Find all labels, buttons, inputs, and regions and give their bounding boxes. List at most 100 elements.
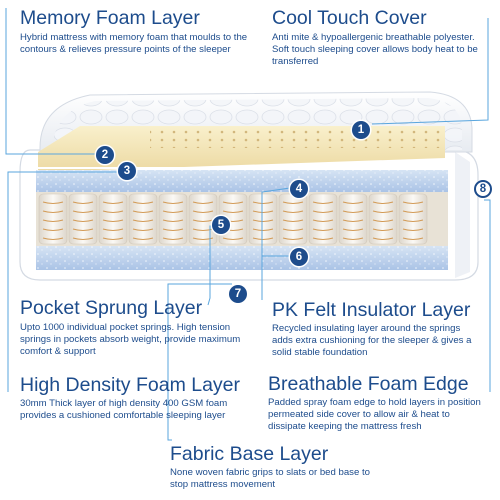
spring-coil	[312, 237, 334, 240]
spring-coil	[372, 237, 394, 240]
spring-coil	[72, 201, 94, 204]
spring-coil	[42, 219, 64, 222]
spring-coil	[102, 219, 124, 222]
spring-coil	[402, 201, 424, 204]
pocket-spring	[338, 193, 368, 245]
pocket-spring	[278, 193, 308, 245]
spring-coil	[192, 210, 214, 213]
spring-coil	[252, 201, 274, 204]
pk-felt-title: PK Felt Insulator Layer	[272, 299, 471, 321]
spring-coil	[312, 210, 334, 213]
spring-coil	[132, 210, 154, 213]
memory-foam-desc: Hybrid mattress with memory foam that mo…	[20, 32, 248, 56]
spring-coil	[192, 219, 214, 222]
pocket-spring	[158, 193, 188, 245]
badge-7: 7	[229, 285, 247, 303]
pk-felt-desc: Recycled insulating layer around the spr…	[272, 323, 472, 359]
pocket-spring	[68, 193, 98, 245]
pocket-spring	[398, 193, 428, 245]
spring-coil	[402, 219, 424, 222]
badge-3: 3	[118, 162, 136, 180]
breathable-edge-desc: Padded spray foam edge to hold layers in…	[268, 397, 481, 433]
pocket-spring	[38, 193, 68, 245]
spring-coil	[342, 228, 364, 231]
memory-foam-title: Memory Foam Layer	[20, 7, 200, 29]
breathable-edge-title: Breathable Foam Edge	[268, 373, 469, 395]
spring-coil	[42, 210, 64, 213]
spring-coil	[312, 228, 334, 231]
badge-5: 5	[212, 216, 230, 234]
pocket-spring	[308, 193, 338, 245]
leader-memory-foam	[5, 8, 98, 155]
spring-coil	[252, 228, 274, 231]
spring-coil	[342, 219, 364, 222]
spring-coil	[102, 201, 124, 204]
spring-coil	[162, 219, 184, 222]
mattress-front-face	[455, 152, 470, 278]
spring-coil	[162, 228, 184, 231]
spring-coil	[372, 219, 394, 222]
cool-touch-title: Cool Touch Cover	[272, 7, 427, 29]
fabric-base-title: Fabric Base Layer	[170, 443, 329, 465]
spring-coil	[402, 228, 424, 231]
spring-coil	[222, 201, 244, 204]
spring-coil	[282, 237, 304, 240]
spring-coil	[162, 201, 184, 204]
spring-coil	[72, 210, 94, 213]
spring-coil	[312, 219, 334, 222]
spring-coil	[282, 201, 304, 204]
spring-coil	[342, 210, 364, 213]
spring-coil	[372, 210, 394, 213]
spring-coil	[162, 237, 184, 240]
spring-coil	[132, 237, 154, 240]
spring-coil	[102, 210, 124, 213]
spring-coil	[132, 219, 154, 222]
spring-coil	[42, 228, 64, 231]
spring-coil	[192, 237, 214, 240]
spring-coil	[372, 201, 394, 204]
spring-coil	[192, 228, 214, 231]
spring-coil	[72, 228, 94, 231]
spring-coil	[282, 210, 304, 213]
spring-coil	[42, 237, 64, 240]
spring-coil	[282, 219, 304, 222]
badge-4: 4	[290, 180, 308, 198]
spring-coil	[402, 210, 424, 213]
leader-fabric-base	[167, 283, 232, 441]
spring-coil	[312, 201, 334, 204]
spring-coil	[132, 228, 154, 231]
pocket-spring	[98, 193, 128, 245]
pocket-sprung-desc: Upto 1000 individual pocket springs. Hig…	[20, 322, 241, 358]
badge-8: 8	[474, 180, 492, 198]
high-density-title: High Density Foam Layer	[20, 374, 241, 396]
badge-1: 1	[352, 121, 370, 139]
spring-coil	[102, 228, 124, 231]
spring-coil	[252, 219, 274, 222]
cool-touch-desc: Anti mite & hypoallergenic breathable po…	[272, 32, 478, 68]
spring-coil	[102, 237, 124, 240]
spring-coil	[402, 237, 424, 240]
badge-2: 2	[96, 146, 114, 164]
spring-coil	[252, 210, 274, 213]
spring-coil	[282, 228, 304, 231]
spring-coil	[372, 228, 394, 231]
leader-high-density	[7, 171, 122, 392]
spring-coil	[222, 237, 244, 240]
spring-coil	[72, 219, 94, 222]
spring-coil	[132, 201, 154, 204]
high-density-desc: 30mm Thick layer of high density 400 GSM…	[20, 398, 228, 422]
pocket-spring	[368, 193, 398, 245]
spring-coil	[192, 201, 214, 204]
leader-cool-touch	[371, 18, 489, 125]
pocket-sprung-title: Pocket Sprung Layer	[20, 297, 203, 319]
pocket-spring	[128, 193, 158, 245]
pocket-spring	[248, 193, 278, 245]
spring-coil	[342, 201, 364, 204]
spring-coil	[222, 210, 244, 213]
leader-breathable-edge	[484, 199, 491, 392]
spring-coil	[42, 201, 64, 204]
leader-pk-felt	[261, 187, 291, 300]
spring-coil	[72, 237, 94, 240]
spring-coil	[342, 237, 364, 240]
fabric-base-desc: None woven fabric grips to slats or bed …	[170, 467, 370, 491]
